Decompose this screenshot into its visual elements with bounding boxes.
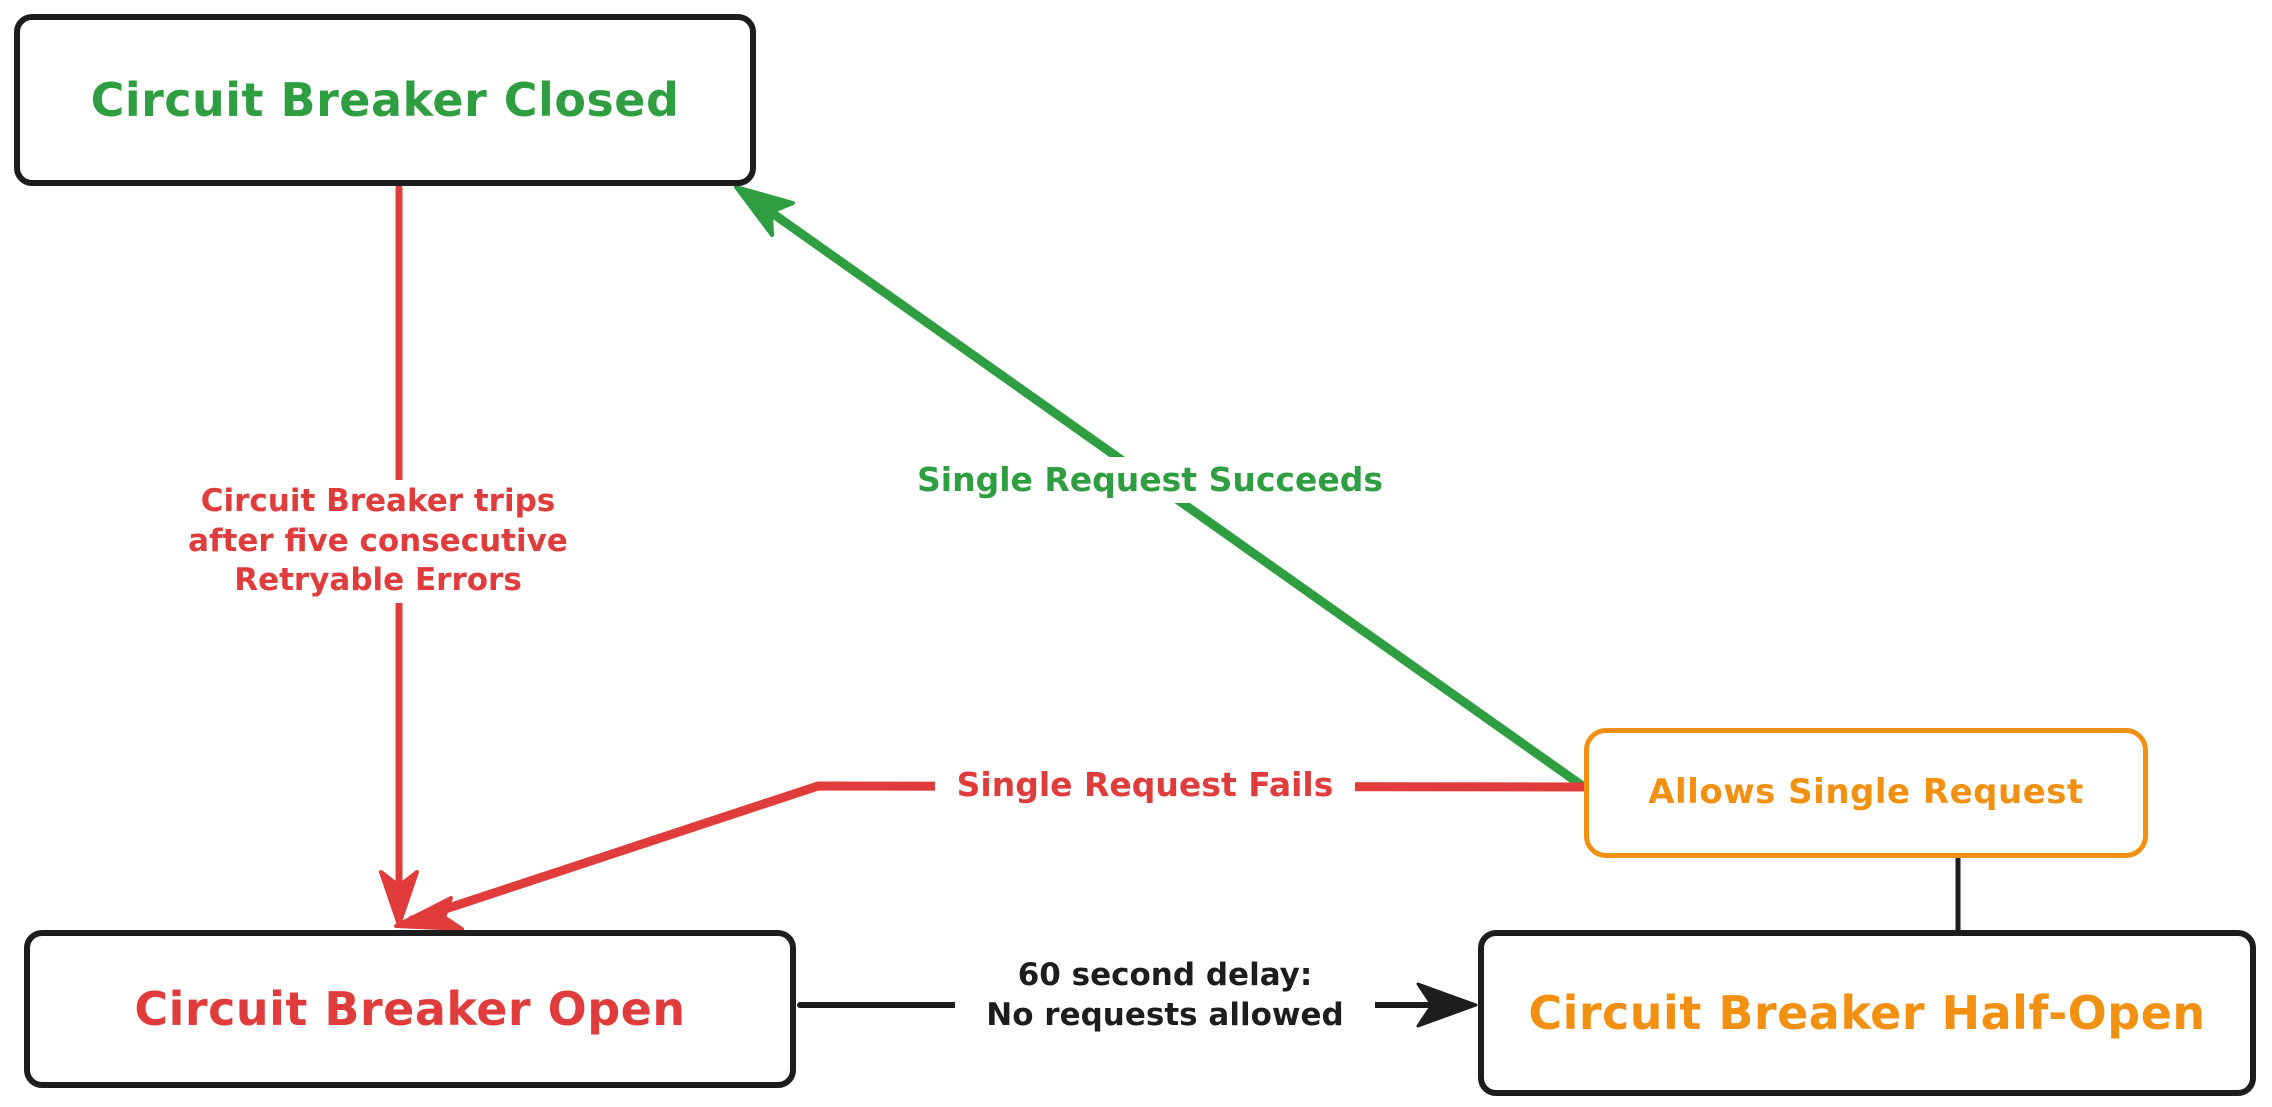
state-node-label-allows-single-request: Allows Single Request — [1648, 772, 2084, 813]
state-node-label-closed: Circuit Breaker Closed — [90, 72, 680, 127]
edge-label-single-request-fails: Single Request Fails — [935, 762, 1355, 809]
state-node-circuit-breaker-open[interactable]: Circuit Breaker Open — [24, 930, 796, 1088]
state-node-allows-single-request[interactable]: Allows Single Request — [1584, 728, 2148, 858]
state-node-label-half-open: Circuit Breaker Half-Open — [1528, 985, 2206, 1040]
state-node-circuit-breaker-half-open[interactable]: Circuit Breaker Half-Open — [1478, 930, 2256, 1096]
edge-label-circuit-breaker-trips: Circuit Breaker trips after five consecu… — [168, 480, 588, 604]
state-node-circuit-breaker-closed[interactable]: Circuit Breaker Closed — [14, 14, 756, 186]
edge-label-single-request-succeeds: Single Request Succeeds — [900, 457, 1400, 504]
state-node-label-open: Circuit Breaker Open — [134, 981, 686, 1036]
edge-label-sixty-second-delay: 60 second delay: No requests allowed — [955, 954, 1375, 1038]
